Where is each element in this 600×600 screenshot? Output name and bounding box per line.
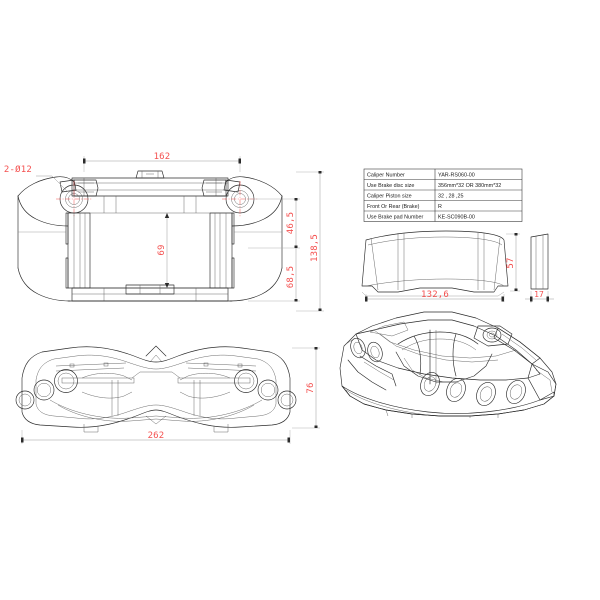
table-row-value-1: 356mm*32 OR 380mm*32	[438, 183, 501, 189]
table-row-value-3: R	[438, 204, 442, 210]
table-row-label-3: Front Or Rear (Brake)	[367, 204, 420, 210]
top-view-dimensions: 162 2-Ø12 69 46,5 68,5	[4, 152, 324, 312]
dim-pad-width-132-6: 132,6	[421, 290, 449, 300]
table-row-value-2: 32 , 28 ,25	[438, 194, 463, 200]
side-view-dimensions: 262 76	[21, 347, 320, 444]
dim-side-length-262: 262	[148, 431, 165, 441]
dim-pad-height-57: 57	[506, 257, 516, 268]
dim-height-68-5: 68,5	[286, 266, 296, 288]
table-row-label-1: Use Brake disc size	[367, 183, 414, 189]
dim-hole-callout: 2-Ø12	[4, 164, 32, 175]
table-row-value-0: YAR-RS060-00	[438, 173, 475, 179]
dim-height-46-5: 46,5	[286, 212, 296, 234]
table-row-value-4: KE-SC090B-00	[438, 215, 475, 221]
caliper-spec-table: Caliper Number YAR-RS060-00 Use Brake di…	[363, 168, 523, 222]
dim-pad-thickness-17: 17	[534, 290, 544, 299]
dim-top-width-162: 162	[154, 152, 171, 162]
caliper-isometric-view-group	[339, 311, 557, 418]
pad-height-dimension: 57	[506, 233, 520, 292]
caliper-side-view-group	[15, 345, 297, 433]
table-row-label-2: Caliper Piston size	[367, 194, 412, 200]
dim-overall-138-5: 138,5	[310, 234, 320, 262]
brake-pad-front-view-group	[361, 230, 509, 297]
pad-thickness-dimension: 17	[525, 290, 554, 303]
table-row-label-4: Use Brake pad Number	[367, 215, 424, 221]
dim-side-height-76: 76	[306, 382, 316, 393]
pad-width-dimension: 132,6	[365, 290, 505, 302]
brake-pad-edge-view-group	[530, 233, 549, 290]
dim-inner-69: 69	[157, 244, 167, 255]
caliper-top-view-group	[17, 170, 283, 302]
table-row-label-0: Caliper Number	[367, 173, 405, 179]
